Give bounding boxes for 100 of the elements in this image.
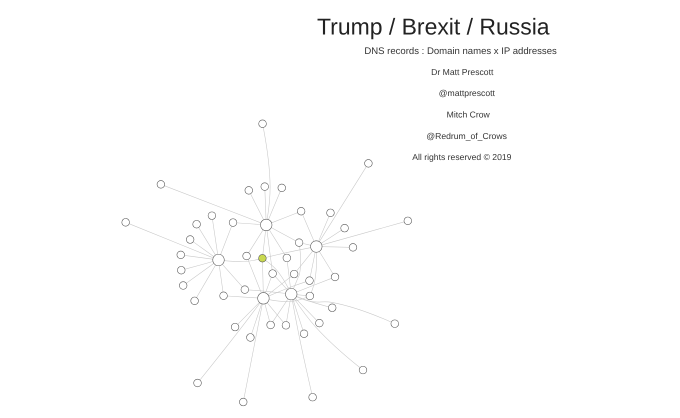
connector (262, 262, 264, 293)
connector (184, 255, 213, 260)
node-circle (179, 281, 188, 290)
connector (319, 166, 366, 242)
node-circle (246, 333, 255, 342)
node-circle (208, 212, 216, 220)
connector (248, 230, 264, 253)
node-circle (219, 292, 228, 300)
node-circle (282, 254, 291, 262)
connector (251, 304, 262, 334)
connector (227, 296, 258, 298)
connector (248, 290, 286, 294)
node-circle (177, 266, 186, 274)
node-circle (176, 250, 185, 259)
connector (294, 298, 360, 368)
connector (219, 266, 224, 292)
node-circle (364, 159, 373, 168)
connector (322, 222, 404, 246)
connector (264, 190, 266, 220)
connector (198, 227, 216, 256)
node-circle (294, 238, 304, 247)
connector (296, 294, 306, 296)
connector (302, 214, 314, 242)
node-circle (348, 243, 358, 252)
connector (318, 216, 330, 242)
connector (296, 278, 332, 292)
label: All rights reserved © 2019 (412, 152, 512, 162)
connector (193, 242, 214, 257)
node-circle (258, 254, 267, 262)
connector (319, 251, 333, 274)
node-circle (268, 269, 277, 278)
connector (271, 227, 296, 241)
connector (302, 243, 311, 246)
connector (129, 224, 214, 258)
node-circle (305, 276, 314, 285)
node-circle (297, 207, 306, 216)
label: Mitch Crow (446, 110, 490, 120)
node-circle (186, 235, 194, 244)
node-circle (156, 180, 165, 188)
connector (264, 304, 270, 322)
connector (292, 299, 312, 394)
connector (266, 247, 311, 258)
node-circle (285, 288, 298, 300)
node-circle (228, 218, 238, 227)
connector (286, 300, 291, 322)
node-circle (330, 272, 340, 282)
connector (186, 263, 214, 284)
node-circle (190, 296, 199, 305)
label: @Redrum_of_Crows (426, 131, 507, 142)
connector (212, 219, 218, 254)
connector (287, 262, 291, 289)
node-circle (282, 321, 290, 330)
connector (236, 222, 261, 225)
node-circle (306, 292, 314, 300)
label: DNS records : Domain names x IP addresses (364, 46, 557, 57)
node-circle (260, 218, 272, 231)
node-circle (122, 218, 130, 226)
connector (271, 212, 298, 224)
label: @mattprescott (438, 88, 495, 98)
connector (292, 299, 304, 330)
node-circle (266, 320, 275, 330)
node-circle (193, 378, 202, 388)
node-circle (230, 322, 240, 332)
node-circle (212, 254, 225, 266)
node-circle (192, 220, 201, 228)
connector (269, 297, 307, 302)
connector (244, 304, 263, 398)
connector (295, 298, 317, 320)
connector (321, 230, 342, 244)
connector (296, 296, 329, 308)
connector (296, 250, 313, 271)
connector (272, 298, 288, 322)
connector (268, 276, 292, 295)
connector (268, 191, 281, 220)
node-circle (340, 224, 349, 232)
connector (268, 282, 306, 296)
node-circle (242, 252, 251, 260)
node-circle (258, 120, 267, 128)
node-circle (239, 398, 248, 406)
node-circle (326, 208, 335, 217)
connector (265, 260, 290, 290)
connector (296, 296, 392, 322)
node-circle (315, 319, 324, 328)
node-circle (290, 270, 298, 278)
connector (266, 302, 284, 322)
connector (263, 127, 270, 220)
connector (274, 276, 288, 290)
node-circle (328, 304, 336, 312)
connector (200, 302, 260, 380)
connector (222, 264, 242, 287)
diagram-title: Trump / Brexit / Russia (317, 13, 550, 40)
label: Dr Matt Prescott (431, 66, 494, 77)
connector (262, 230, 266, 255)
node-circle (300, 330, 308, 338)
connector (250, 194, 264, 220)
node-circle (310, 240, 322, 253)
connector (322, 246, 350, 248)
node-circle (358, 366, 368, 374)
node-circle (260, 182, 269, 191)
connector (238, 302, 260, 324)
